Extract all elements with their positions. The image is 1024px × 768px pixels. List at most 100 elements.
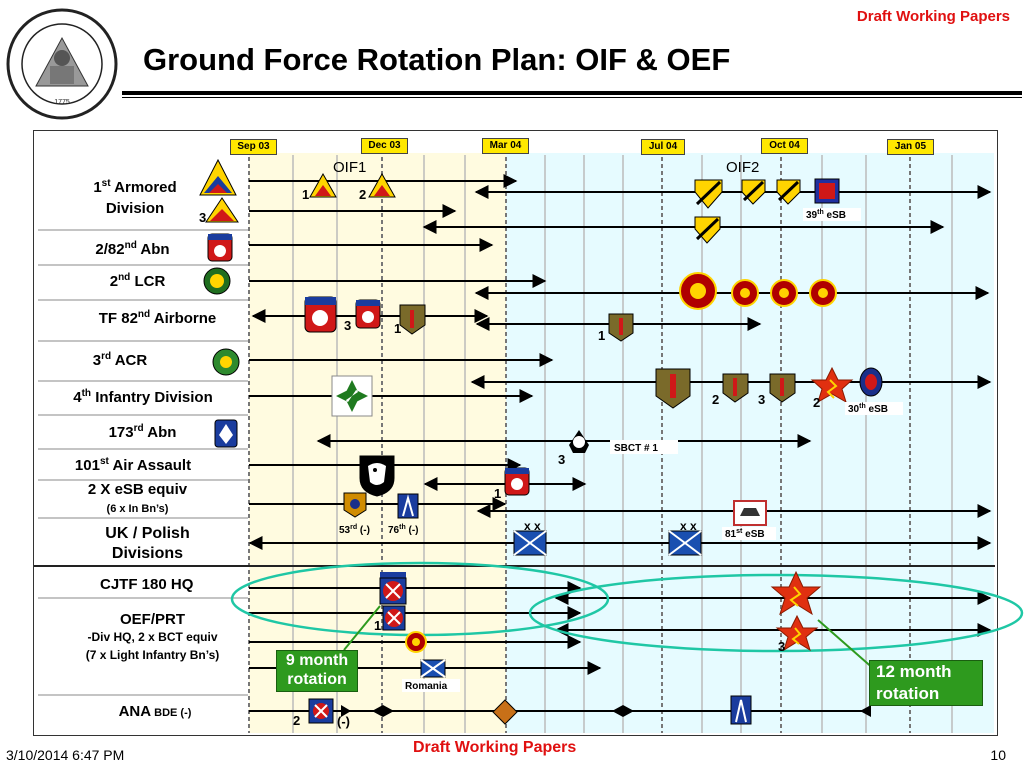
title-divider [122,91,1022,95]
brigade-patch-icon [859,367,883,397]
indianhead-patch-icon [569,430,589,453]
marine-emblem-icon [405,631,427,653]
row-label-173rd-abn: 173rd Abn [108,423,177,442]
rotation-number: 1 [302,187,309,202]
marine-emblem-icon [679,272,717,310]
row-label-2-82-abn: 2/82nd Abn [95,240,170,259]
rotation-number: 1 [374,618,381,633]
ivy-division-icon [331,375,373,417]
airborne-patch-icon [355,299,381,329]
esb-81-label: 81st eSB [725,528,765,540]
rotation-arrows [248,174,992,712]
lcr-emblem-icon [203,267,231,295]
rotation-number: 3 [344,318,351,333]
date-marker-mar04: Mar 04 [482,138,529,154]
brigade-patch-icon [343,492,367,518]
infantry-big-red-one-icon [399,304,426,335]
cavalry-patch-icon [741,179,766,205]
date-marker-oct04: Oct 04 [761,138,808,154]
rotation-12month-ellipse [528,573,1024,653]
sbct-label: SBCT # 1 [614,443,658,454]
row-label-2nd-lcr: 2nd LCR [109,272,166,291]
zone-oif1 [249,153,506,733]
rotation-number: 2 [813,395,820,410]
footer-date: 3/10/2014 6:47 PM [6,747,125,763]
army-seal-icon: 1775 [6,8,118,120]
rotation-number: 1 [394,321,401,336]
phase-label-oif1: OIF1 [333,159,366,176]
rotation-number: 3 [199,210,206,225]
row-label-cjtf-180: CJTF 180 HQ [100,576,194,593]
acr-emblem-icon [212,348,240,376]
date-marker-jan05: Jan 05 [887,139,934,155]
draft-watermark-top: Draft Working Papers [856,8,1010,25]
row-label-4th-infantry: 4th Infantry Division [73,388,213,407]
tropic-lightning-icon [775,614,819,652]
rotation-number: 1 [494,486,501,501]
seal-year: 1775 [54,99,70,106]
infantry-big-red-one-icon [722,373,749,403]
row-dividers [38,229,248,696]
rotation-number: 2 [293,713,300,728]
row-label-oef-prt: OEF/PRT-Div HQ, 2 x BCT equiv(7 x Light … [85,611,220,662]
brigade-patch-icon [492,699,518,725]
brigade-patch-icon [397,493,419,519]
marine-emblem-icon [731,279,759,307]
mountain-division-icon [382,605,406,631]
screaming-eagle-icon [359,455,395,497]
rotation-number: 3 [758,392,765,407]
row-label-ana: ANA BDE (-) [118,703,192,720]
rotation-number: 2 [359,187,366,202]
page-number: 10 [990,747,1006,763]
ana-segment-markers [341,705,871,717]
tropic-lightning-icon [770,570,822,616]
esb-30-label: 30th eSB [848,403,888,415]
xx-label: x x [680,519,697,533]
airborne-patch-icon [504,467,530,496]
date-marker-jul04: Jul 04 [641,139,685,155]
cavalry-patch-icon [694,179,723,209]
infantry-big-red-one-icon [655,368,691,409]
brigade-patch-icon [814,178,840,204]
rotation-number: 1 [598,328,605,343]
date-marker-dec03: Dec 03 [361,138,408,154]
cavalry-patch-icon [776,179,801,205]
romania-label: Romania [405,681,448,692]
esb-39-label: 39th eSB [806,209,846,221]
airborne-patch-icon [207,233,233,262]
tropic-lightning-icon [810,366,854,404]
ana-minus-label: (-) [337,714,350,729]
armored-division-patch-icon [199,158,237,196]
armored-division-patch-icon [368,172,396,198]
row-label-2x-esb: 2 X eSB equiv(6 x In Bn’s) [87,481,188,515]
un-infantry-symbol-icon [513,530,547,556]
mountain-division-icon [308,698,334,724]
title-divider-thin [122,97,1022,98]
draft-watermark-bottom: Draft Working Papers [413,739,577,756]
phase-label-oif2: OIF2 [726,159,759,176]
cavalry-patch-icon [694,216,721,244]
armored-division-patch-icon [309,172,337,198]
mountain-division-icon [379,572,407,605]
marine-emblem-icon [770,279,798,307]
brigade-53-label: 53rd (-) [339,524,370,536]
xx-label: x x [524,519,541,533]
marine-emblem-icon [809,279,837,307]
row-label-tf-82-airborne: TF 82nd Airborne [98,309,217,328]
un-infantry-symbol-icon [668,530,702,556]
brigade-76-label: 76th (-) [388,524,419,536]
callout-pointer-9month [343,605,381,651]
brigade-patch-icon [733,500,767,526]
airborne-brigade-patch-icon [214,419,238,448]
row-label-3rd-acr: 3rd ACR [92,351,148,370]
date-marker-sep03: Sep 03 [230,139,277,155]
un-infantry-symbol-icon [420,659,446,678]
brigade-patch-icon [730,695,752,725]
rotation-number: 2 [712,392,719,407]
armored-division-patch-icon [205,197,239,223]
